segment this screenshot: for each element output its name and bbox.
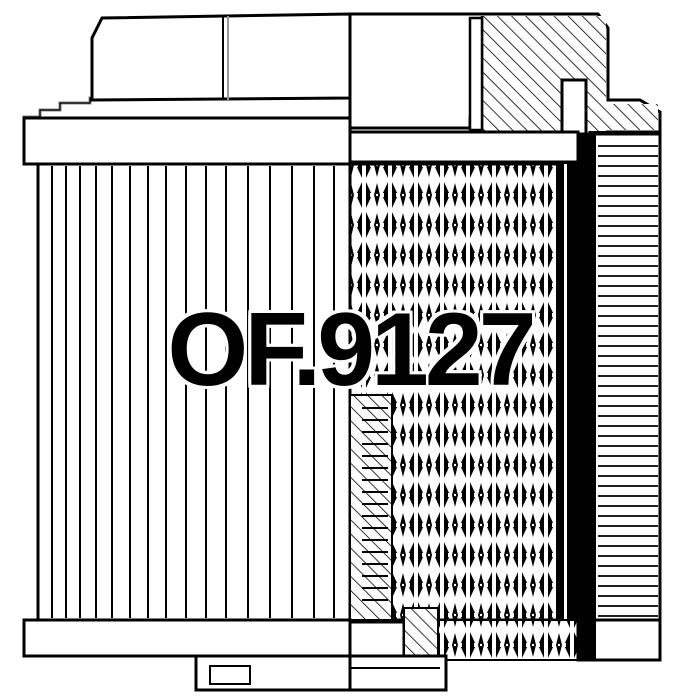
filter-element-exterior <box>36 162 352 622</box>
filter-media-section <box>348 162 580 622</box>
bottom-end-plate-section <box>348 607 662 662</box>
top-end-plate <box>22 116 352 166</box>
top-cap-section <box>348 12 662 138</box>
bottom-spigot <box>194 654 448 692</box>
inner-core <box>576 132 662 646</box>
bottom-end-plate <box>22 618 352 658</box>
top-end-plate-section <box>348 130 580 164</box>
